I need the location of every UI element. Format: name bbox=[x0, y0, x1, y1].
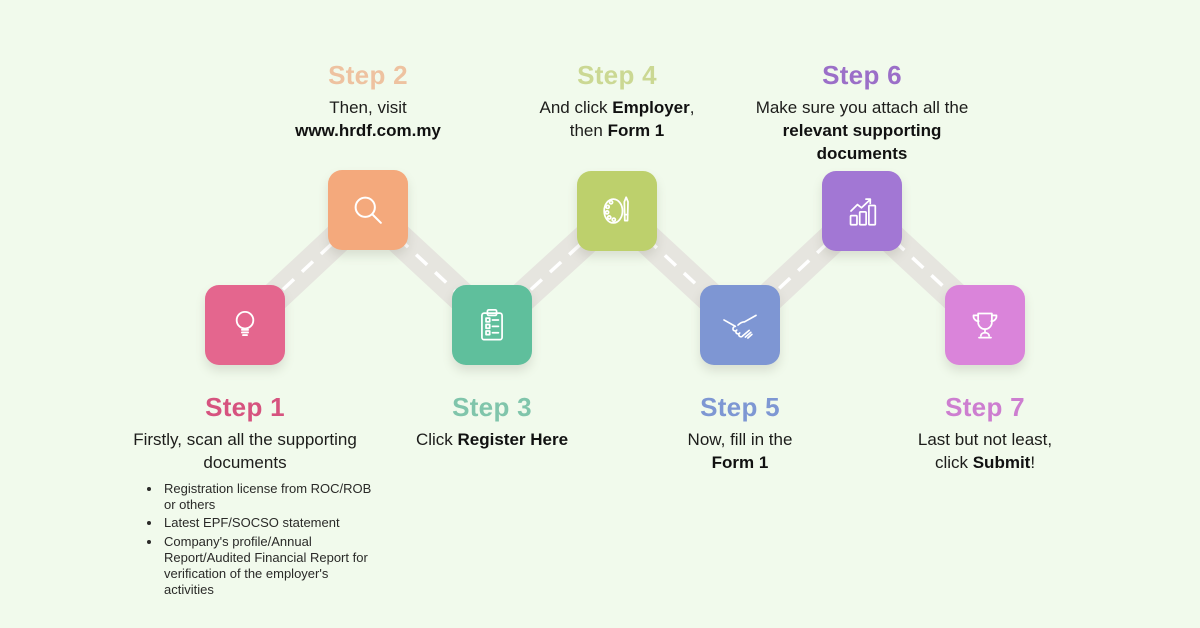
step-2-body: Then, visit www.hrdf.com.my bbox=[258, 96, 478, 142]
step-2-icon-box bbox=[328, 170, 408, 250]
step-6-title: Step 6 bbox=[822, 60, 902, 90]
step-5-body: Now, fill in the Form 1 bbox=[650, 428, 830, 474]
body-text: , bbox=[689, 98, 695, 117]
step-4-title: Step 4 bbox=[577, 60, 657, 90]
step-3-text: Step 3 Click Register Here bbox=[377, 392, 607, 451]
step-6-icon-box bbox=[822, 171, 902, 251]
body-text-bold: www.hrdf.com.my bbox=[295, 121, 441, 141]
checklist-icon bbox=[481, 309, 503, 341]
step-6-body: Make sure you attach all the relevant su… bbox=[742, 96, 982, 165]
step-7-icon-box bbox=[945, 285, 1025, 365]
bullet-item: Company's profile/Annual Report/Audited … bbox=[162, 534, 380, 598]
step-4-body: And click Employer, then Form 1 bbox=[507, 96, 727, 142]
body-text: Last but not least, bbox=[917, 430, 1053, 449]
step-1-title: Step 1 bbox=[205, 392, 285, 422]
body-text-bold: documents bbox=[816, 144, 908, 164]
step-1-text: Step 1 Firstly, scan all the supporting … bbox=[110, 392, 380, 600]
step-3-icon-box bbox=[452, 285, 532, 365]
step-6-text: Step 6 Make sure you attach all the rele… bbox=[742, 60, 982, 165]
step-2-title: Step 2 bbox=[328, 60, 408, 90]
body-text-bold: Submit bbox=[972, 453, 1031, 473]
body-text: Make sure you attach all the bbox=[755, 98, 969, 117]
body-text-bold: Form 1 bbox=[711, 453, 769, 473]
body-text-bold: Register Here bbox=[457, 430, 569, 449]
search-icon bbox=[354, 196, 382, 224]
body-text: Firstly, scan all the supporting bbox=[133, 430, 357, 449]
body-text: Now, fill in the bbox=[687, 430, 793, 449]
step-2-text: Step 2 Then, visit www.hrdf.com.my bbox=[258, 60, 478, 142]
body-text: documents bbox=[203, 453, 287, 473]
lightbulb-icon bbox=[235, 310, 255, 336]
step-5-text: Step 5 Now, fill in the Form 1 bbox=[650, 392, 830, 474]
body-text: click bbox=[934, 453, 973, 473]
palette-icon bbox=[603, 196, 629, 224]
body-text: Then, visit bbox=[329, 98, 407, 117]
step-3-body: Click Register Here bbox=[377, 428, 607, 451]
step-1-icon-box bbox=[205, 285, 285, 365]
step-4-text: Step 4 And click Employer, then Form 1 bbox=[507, 60, 727, 142]
bullet-item: Registration license from ROC/ROB or oth… bbox=[162, 481, 380, 513]
bar-chart-icon bbox=[849, 198, 877, 226]
bullet-item: Latest EPF/SOCSO statement bbox=[162, 515, 380, 531]
body-text: And click bbox=[539, 98, 613, 117]
body-text-bold: relevant supporting bbox=[782, 121, 942, 141]
step-7-title: Step 7 bbox=[945, 392, 1025, 422]
step-5-icon-box bbox=[700, 285, 780, 365]
step-1-body: Firstly, scan all the supporting documen… bbox=[110, 428, 380, 474]
step-7-text: Step 7 Last but not least, click Submit! bbox=[880, 392, 1090, 474]
step-5-title: Step 5 bbox=[700, 392, 780, 422]
step-1-bullet-list: Registration license from ROC/ROB or oth… bbox=[110, 481, 380, 598]
body-text-bold: Form 1 bbox=[607, 121, 665, 141]
body-text: then bbox=[569, 121, 608, 141]
body-text: ! bbox=[1030, 453, 1036, 473]
step-7-body: Last but not least, click Submit! bbox=[880, 428, 1090, 474]
step-4-icon-box bbox=[577, 171, 657, 251]
handshake-icon bbox=[723, 314, 757, 339]
body-text-bold: Employer bbox=[612, 98, 690, 117]
step-3-title: Step 3 bbox=[452, 392, 532, 422]
body-text: Click bbox=[415, 430, 458, 449]
trophy-icon bbox=[972, 312, 998, 339]
